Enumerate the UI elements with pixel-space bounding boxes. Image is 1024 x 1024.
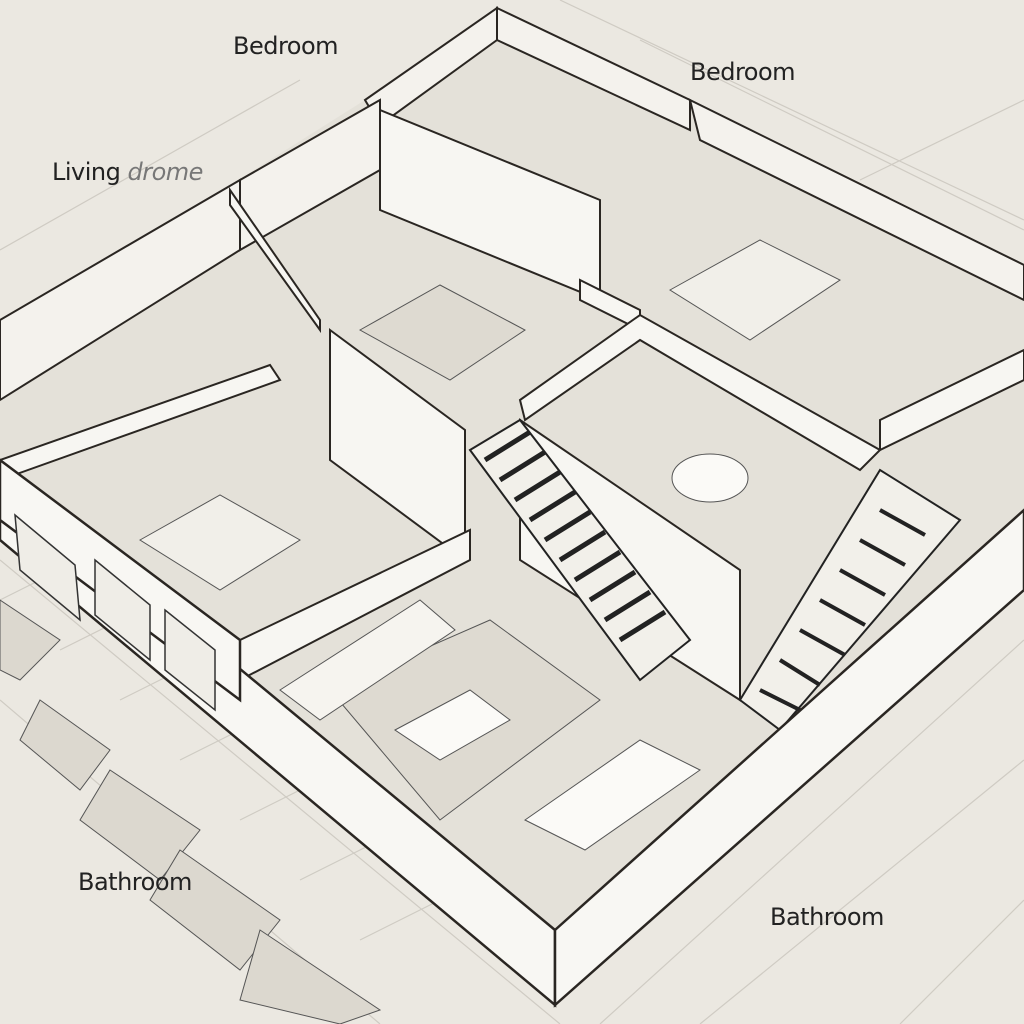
- bed-left: [139, 494, 301, 591]
- dining-table: [524, 739, 701, 851]
- staircase-right: [738, 468, 962, 732]
- front-doors: [14, 513, 216, 712]
- room-label-bathroom-left: Bathroom: [78, 868, 192, 896]
- coffee-table: [394, 689, 511, 761]
- room-label-living: Living drome: [52, 158, 203, 186]
- living-label-suffix: drome: [127, 158, 204, 186]
- rug-upper: [358, 284, 526, 381]
- sofa: [279, 599, 456, 721]
- round-table: [671, 453, 749, 503]
- staircase-center: [468, 418, 692, 682]
- bed-right: [669, 239, 841, 341]
- outer-rugs: [0, 599, 382, 1024]
- room-floors: [139, 239, 841, 851]
- living-label-main: Living: [52, 158, 121, 186]
- back-walls: [0, 6, 1024, 402]
- room-label-bedroom-top: Bedroom: [233, 32, 339, 60]
- room-label-bathroom-right: Bathroom: [770, 903, 884, 931]
- room-label-bedroom-right: Bedroom: [690, 58, 796, 86]
